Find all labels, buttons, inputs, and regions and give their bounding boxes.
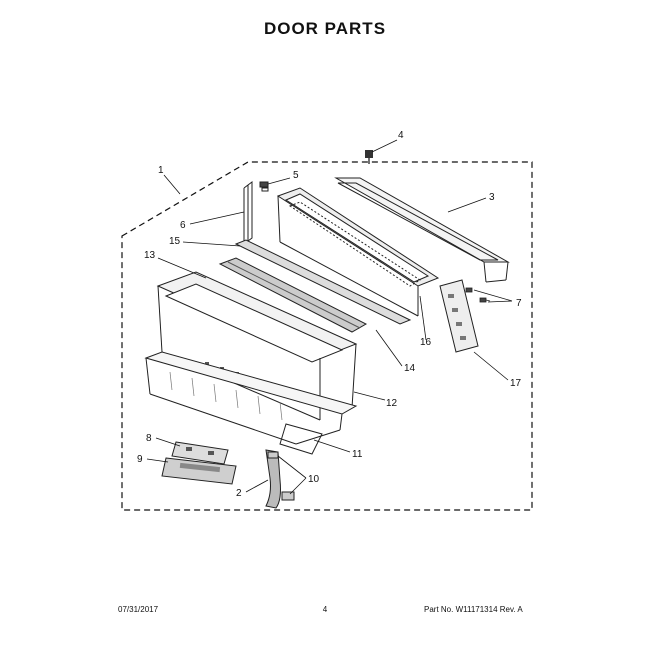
callout-7: 7 <box>516 298 522 309</box>
part-16-window-frame <box>276 187 440 317</box>
part-5-clip <box>259 181 269 192</box>
callout-8: 8 <box>146 433 152 444</box>
callout-4: 4 <box>398 130 404 141</box>
callout-12: 12 <box>386 398 398 409</box>
part-7-screws <box>465 287 491 303</box>
callout-2: 2 <box>236 488 242 499</box>
part-8-lower-bracket <box>171 441 229 465</box>
callout-17: 17 <box>510 378 522 389</box>
callout-9: 9 <box>137 454 143 465</box>
part-6-bracket <box>243 181 253 245</box>
callout-15: 15 <box>169 236 181 247</box>
callout-5: 5 <box>293 170 299 181</box>
part-3-outer-door-panel <box>334 177 510 283</box>
footer-part-number: Part No. W11171314 Rev. A <box>424 605 523 614</box>
part-12-panel-front <box>144 351 358 445</box>
footer-page-number: 4 <box>322 605 328 614</box>
callout-11: 11 <box>352 449 363 460</box>
part-4-screw <box>365 150 373 164</box>
footer-date: 07/31/2017 <box>118 605 159 614</box>
callout-10: 10 <box>308 474 320 485</box>
callout-3: 3 <box>489 192 495 203</box>
callout-1: 1 <box>158 165 164 176</box>
callout-13: 13 <box>144 250 156 261</box>
part-11-overlay <box>279 423 323 455</box>
part-10-clips <box>267 451 295 501</box>
part-17-latch-assembly <box>439 279 479 353</box>
assembly-boundary <box>121 161 533 511</box>
part-2-ribbon-cable <box>265 449 281 509</box>
part-14-rail <box>218 257 368 333</box>
callout-6: 6 <box>180 220 186 231</box>
callout-labels: 1 2 3 4 5 6 7 8 9 10 11 12 13 14 15 16 1… <box>137 130 522 499</box>
callout-14: 14 <box>404 363 416 374</box>
page-title: DOOR PARTS <box>263 19 387 38</box>
callout-16: 16 <box>420 337 432 348</box>
part-9-lower-trim <box>161 457 237 485</box>
part-15-upper-strip <box>234 239 412 325</box>
leader-lines <box>146 139 513 495</box>
